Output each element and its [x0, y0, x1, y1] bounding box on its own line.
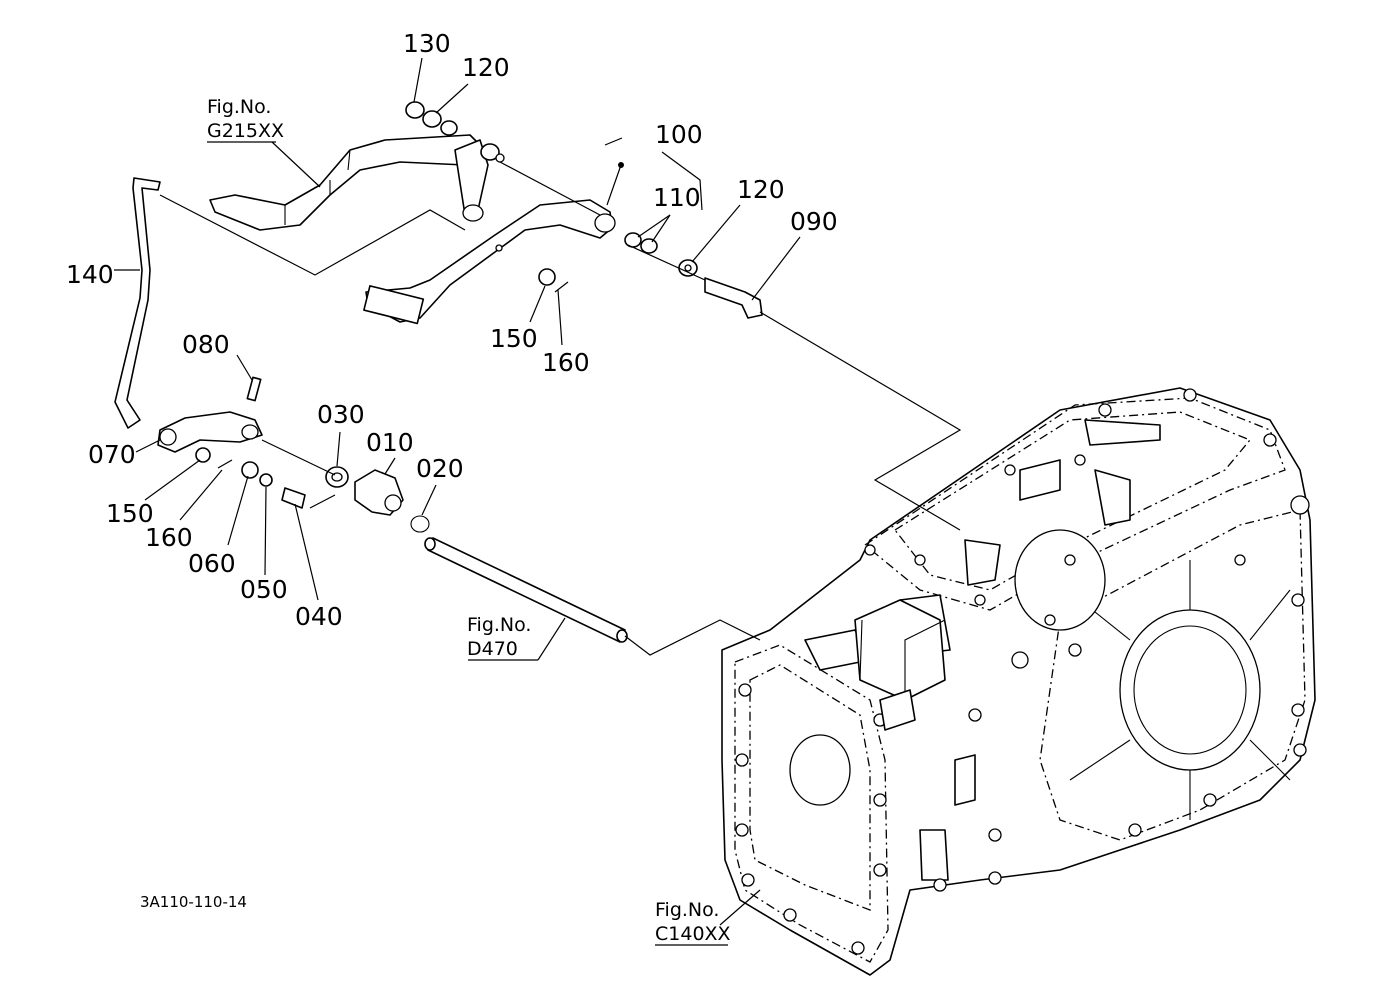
leader-lines [114, 57, 801, 946]
fig-ref-c140-code: C140XX [655, 923, 731, 945]
label-020: 020 [416, 454, 464, 483]
part-labels: 130 120 100 110 120 090 150 160 140 080 … [66, 29, 838, 631]
label-140: 140 [66, 260, 114, 289]
label-150-upper: 150 [490, 324, 538, 353]
label-030: 030 [317, 400, 365, 429]
label-070: 070 [88, 440, 136, 469]
fig-ref-d470-code: D470 [467, 638, 518, 660]
label-080: 080 [182, 330, 230, 359]
fig-ref-d470-prefix: Fig.No. [467, 614, 531, 636]
assembly-centerlines [159, 161, 962, 656]
fig-ref-g215-code: G215XX [207, 120, 284, 142]
drawing-code: 3A110-110-14 [140, 893, 247, 911]
label-130: 130 [403, 29, 451, 58]
lower-linkage [114, 177, 628, 643]
figure-references: Fig.No. G215XX Fig.No. D470 Fig.No. C140… [207, 96, 731, 945]
transmission-case [721, 387, 1316, 976]
label-150-lower: 150 [106, 499, 154, 528]
label-040: 040 [295, 602, 343, 631]
label-060: 060 [188, 549, 236, 578]
label-110: 110 [653, 183, 701, 212]
upper-pedal-assembly [209, 101, 763, 325]
label-010: 010 [366, 428, 414, 457]
label-090: 090 [790, 207, 838, 236]
label-160-upper: 160 [542, 348, 590, 377]
label-120-lower: 120 [737, 175, 785, 204]
label-050: 050 [240, 575, 288, 604]
fig-ref-c140-prefix: Fig.No. [655, 899, 719, 921]
label-160-lower: 160 [145, 523, 193, 552]
label-120-upper: 120 [462, 53, 510, 82]
fig-ref-g215-prefix: Fig.No. [207, 96, 271, 118]
label-100: 100 [655, 120, 703, 149]
